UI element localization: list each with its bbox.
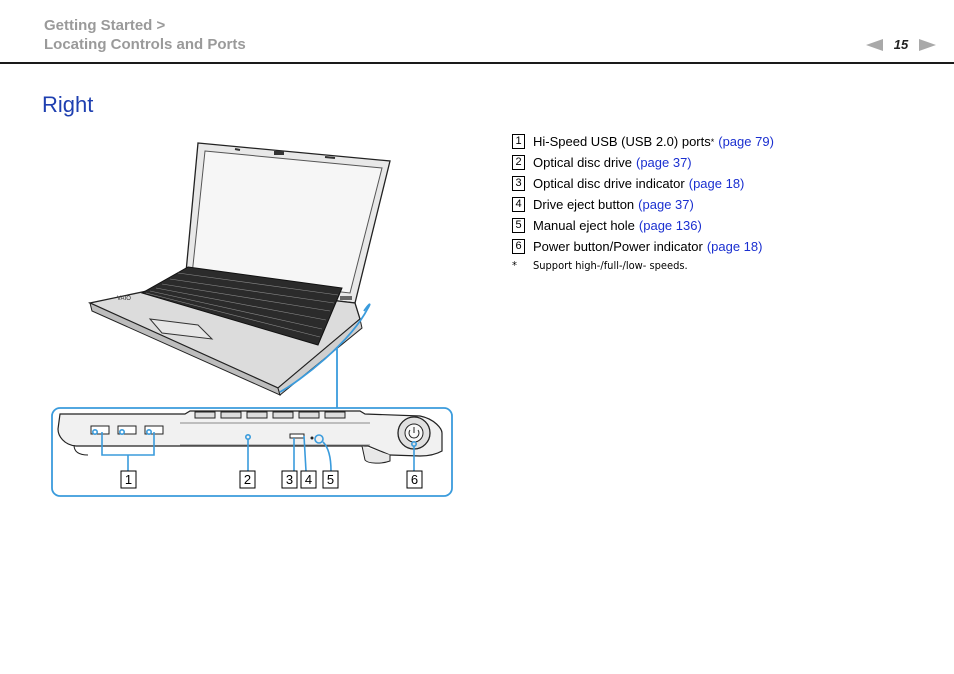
page-link[interactable]: (page 18) xyxy=(688,176,745,191)
page-link[interactable]: (page 18) xyxy=(706,239,763,254)
laptop-base: VAIO xyxy=(87,266,363,396)
item-label: Optical disc drive xyxy=(533,155,632,170)
laptop-lid xyxy=(184,142,391,304)
page-link[interactable]: (page 136) xyxy=(638,218,702,233)
list-item: 4 Drive eject button (page 37) xyxy=(512,194,774,215)
triangle-right-icon[interactable] xyxy=(919,38,936,51)
item-number-box: 5 xyxy=(512,218,525,233)
item-label: Drive eject button xyxy=(533,197,635,212)
callout-number: 5 xyxy=(327,472,334,487)
callout-box xyxy=(300,470,317,489)
callout-number: 3 xyxy=(286,472,293,487)
footnote-text: Support high-/full-/low- speeds. xyxy=(532,259,688,272)
list-item: 6 Power button/Power indicator (page 18) xyxy=(512,236,774,257)
item-label: Manual eject hole xyxy=(533,218,635,233)
callout-box xyxy=(322,470,339,489)
triangle-left-icon[interactable] xyxy=(866,38,883,51)
usb-port xyxy=(117,425,137,435)
item-label: Power button/Power indicator xyxy=(533,239,703,254)
callout-box xyxy=(281,470,298,489)
eject-button xyxy=(289,433,305,439)
header-divider xyxy=(0,62,954,64)
item-label: Optical disc drive indicator xyxy=(533,176,685,191)
item-label: Hi-Speed USB (USB 2.0) ports xyxy=(533,134,711,149)
list-item: 5 Manual eject hole (page 136) xyxy=(512,215,774,236)
highlight-outline xyxy=(279,303,371,393)
item-number-box: 1 xyxy=(512,134,525,149)
callout-number: 1 xyxy=(125,472,132,487)
section-heading: Right xyxy=(42,92,94,117)
breadcrumb-level-2[interactable]: Locating Controls and Ports xyxy=(44,36,246,53)
footnote-star: * xyxy=(512,259,517,272)
laptop-logo: VAIO xyxy=(117,296,131,302)
page-link[interactable]: (page 37) xyxy=(638,197,694,212)
item-number-box: 6 xyxy=(512,239,525,254)
page-navigator: 15 xyxy=(866,37,936,52)
page-link[interactable]: (page 79) xyxy=(718,134,774,149)
page-link[interactable]: (page 37) xyxy=(635,155,692,170)
callout-box xyxy=(406,470,423,489)
page-number: 15 xyxy=(893,37,909,52)
list-item: 1 Hi-Speed USB (USB 2.0) ports* (page 79… xyxy=(512,131,774,152)
component-list: 1 Hi-Speed USB (USB 2.0) ports* (page 79… xyxy=(512,131,774,257)
item-number-box: 4 xyxy=(512,197,525,212)
callout-number: 6 xyxy=(411,472,418,487)
list-item: 3 Optical disc drive indicator (page 18) xyxy=(512,173,774,194)
callout-number: 4 xyxy=(305,472,312,487)
callout-lines xyxy=(91,428,417,472)
item-number-box: 3 xyxy=(512,176,525,191)
callout-number: 2 xyxy=(244,472,251,487)
laptop-right-side-illustration: VAIO xyxy=(51,142,453,497)
callout-box xyxy=(239,470,256,489)
footnote: * Support high-/full-/low- speeds. xyxy=(512,259,688,272)
list-item: 2 Optical disc drive (page 37) xyxy=(512,152,774,173)
callout-box xyxy=(120,470,137,489)
usb-port xyxy=(90,425,110,435)
breadcrumb-level-1[interactable]: Getting Started > xyxy=(44,17,166,34)
item-number-box: 2 xyxy=(512,155,525,170)
